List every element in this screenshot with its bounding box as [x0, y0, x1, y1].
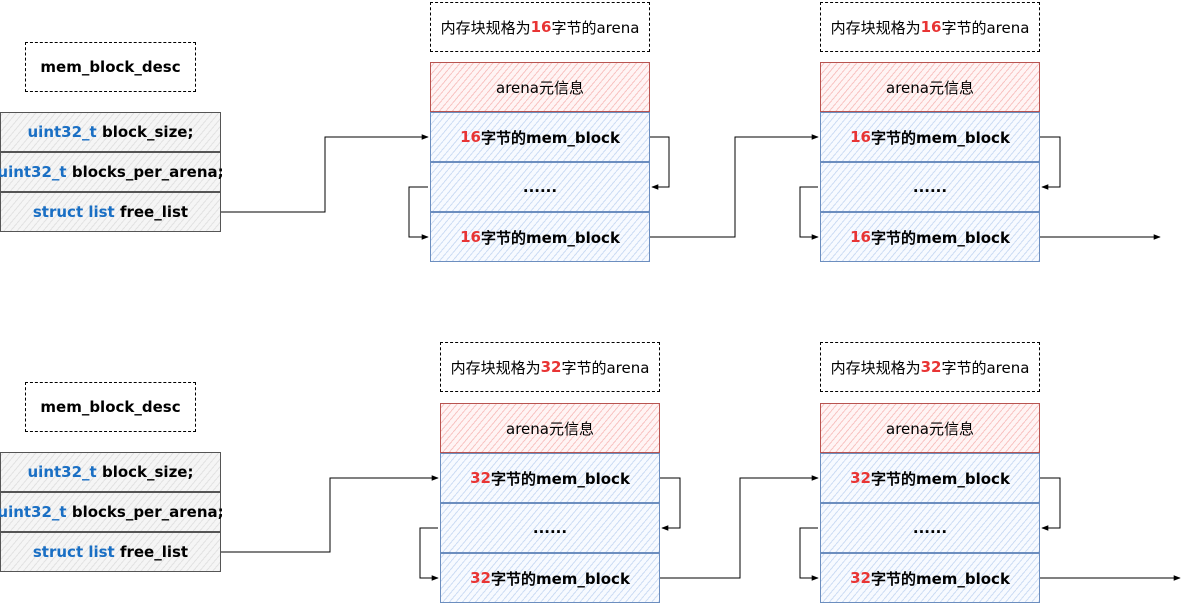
arena-meta-box: arena元信息 — [820, 403, 1040, 453]
field-block-size: uint32_t block_size; — [0, 452, 221, 492]
block-next-arrow — [1040, 477, 1061, 531]
mem-block-ellipsis: ...... — [820, 503, 1040, 553]
free-list-to-arena-arrow — [220, 475, 439, 553]
field-free-list: struct list free_list — [0, 532, 221, 572]
mem-block-ellipsis: ...... — [430, 162, 650, 212]
mem-block-desc-title: mem_block_desc — [25, 42, 196, 92]
block-next-arrow — [799, 186, 819, 240]
mem-block-ellipsis: ...... — [440, 503, 660, 553]
arena-link-arrow — [650, 134, 819, 238]
block-next-arrow — [660, 477, 681, 531]
field-block-size: uint32_t block_size; — [0, 112, 221, 152]
arena-meta-box: arena元信息 — [440, 403, 660, 453]
field-blocks-per-arena: uint32_t blocks_per_arena; — [0, 152, 224, 192]
block-next-arrow — [799, 527, 819, 581]
field-blocks-per-arena: uint32_t blocks_per_arena; — [0, 492, 224, 532]
mem-block-ellipsis: ...... — [820, 162, 1040, 212]
block-next-arrow — [1040, 136, 1061, 190]
mem-block-desc-title: mem_block_desc — [25, 382, 196, 432]
arena-meta-box: arena元信息 — [820, 62, 1040, 112]
arena-link-arrow — [660, 475, 819, 579]
block-next-arrow — [650, 136, 670, 190]
free-list-to-arena-arrow — [220, 134, 429, 213]
block-next-arrow — [408, 186, 429, 240]
block-next-arrow — [419, 527, 439, 581]
field-free-list: struct list free_list — [0, 192, 221, 232]
arena-meta-box: arena元信息 — [430, 62, 650, 112]
